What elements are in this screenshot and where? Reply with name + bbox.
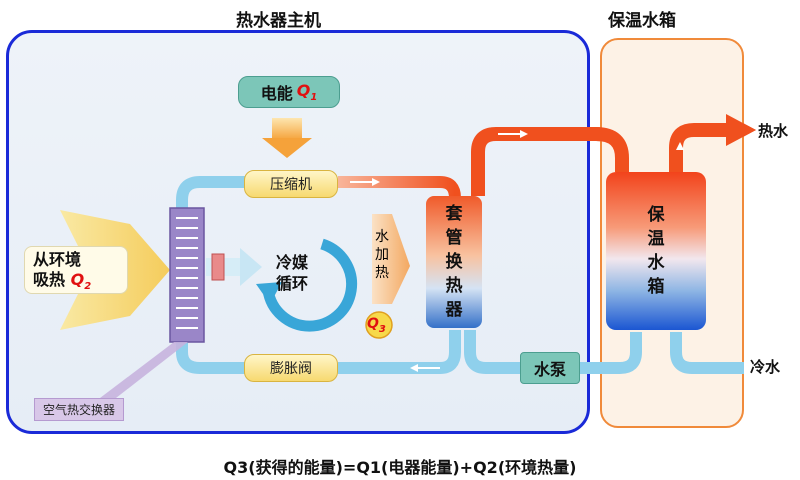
power-label-box: 电能 Q1	[238, 76, 340, 108]
environment-line1: 从环境	[33, 250, 82, 269]
tube-heat-exchanger: 套 管 换 热 器	[426, 196, 482, 328]
refrigerant-cycle-label: 冷媒 循环	[276, 253, 309, 293]
power-label: 电能	[260, 84, 293, 103]
tank-title: 保温水箱	[608, 11, 676, 31]
energy-formula: Q3(获得的能量)=Q1(电器能量)+Q2(环境热量)	[223, 458, 577, 477]
expansion-valve: 膨胀阀	[244, 354, 338, 382]
q3-label: Q3	[367, 316, 386, 335]
environment-label-box: 从环境 吸热 Q2	[24, 246, 128, 294]
hot-water-label: 热水	[758, 122, 789, 140]
cold-water-label: 冷水	[750, 358, 781, 376]
host-title: 热水器主机	[236, 11, 321, 31]
water-heating-label: 水 加 热	[375, 229, 389, 281]
compressor: 压缩机	[244, 170, 338, 198]
power-q: Q1	[296, 80, 318, 104]
air-heat-exchanger-label: 空气热交换器	[34, 398, 125, 421]
insulated-water-tank: 保 温 水 箱	[606, 172, 706, 330]
environment-line2: 吸热 Q2	[33, 270, 92, 293]
water-pump: 水泵	[520, 352, 580, 384]
